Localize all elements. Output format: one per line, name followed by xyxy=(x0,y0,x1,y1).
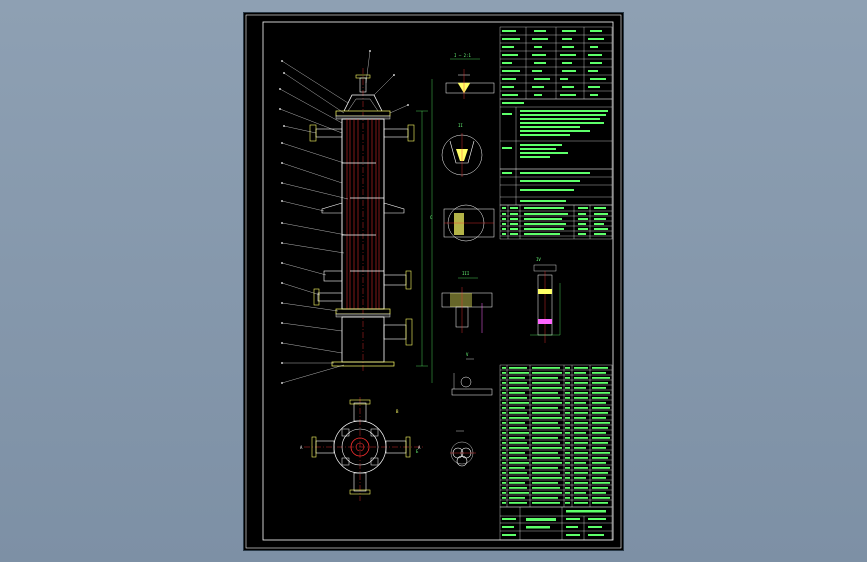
nozzle-table xyxy=(499,204,613,240)
detail-c: C xyxy=(430,204,495,242)
overall-dimension xyxy=(416,79,433,383)
top-plan-view: A A B xyxy=(300,397,424,501)
tube-arrangement-detail: E xyxy=(416,430,476,467)
svg-text:III: III xyxy=(462,271,470,276)
drawing-sheet: A A B I ─ 2:1 II C III xyxy=(243,12,624,551)
svg-text:I ─ 2:1: I ─ 2:1 xyxy=(454,53,471,58)
general-notes xyxy=(499,168,613,206)
leader-lines xyxy=(279,50,409,384)
top-nozzle xyxy=(355,68,371,373)
baffles xyxy=(342,162,384,272)
inner-frame xyxy=(262,21,614,541)
svg-text:A: A xyxy=(300,445,303,450)
svg-text:A: A xyxy=(418,445,421,450)
upper-side-nozzles xyxy=(309,124,415,142)
detail-f: IV xyxy=(530,257,561,343)
support-lugs xyxy=(321,202,405,214)
detail-d: III xyxy=(441,271,493,333)
tube-bundle xyxy=(346,119,380,309)
outer-frame xyxy=(245,14,622,549)
lower-side-nozzles xyxy=(313,270,412,306)
svg-text:IV: IV xyxy=(536,257,541,262)
parts-list xyxy=(499,364,613,508)
title-block xyxy=(499,506,613,541)
svg-text:II: II xyxy=(458,123,463,128)
bottom-plate xyxy=(331,361,395,367)
detail-e: V xyxy=(451,352,493,396)
technical-requirements-text xyxy=(502,102,608,158)
title-block-text xyxy=(502,510,606,536)
svg-text:V: V xyxy=(466,352,469,357)
design-data-text xyxy=(502,30,606,96)
svg-text:C: C xyxy=(430,215,433,220)
detail-b: II xyxy=(441,123,483,177)
detail-a: I ─ 2:1 xyxy=(445,53,495,99)
svg-text:E: E xyxy=(416,449,419,454)
main-elevation-view xyxy=(279,50,433,384)
cad-drawing: A A B I ─ 2:1 II C III xyxy=(245,14,622,549)
svg-text:B: B xyxy=(396,409,399,414)
leader-dots xyxy=(279,50,409,384)
parts-list-text xyxy=(502,367,610,504)
